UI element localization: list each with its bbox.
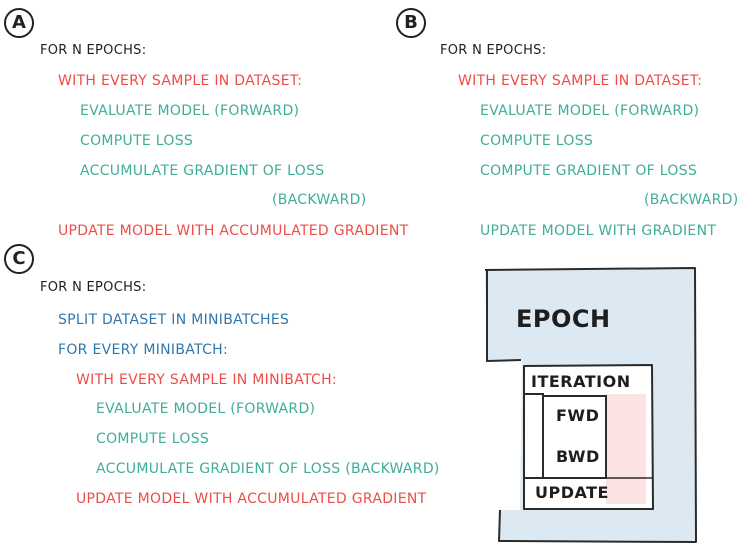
iteration-outline — [523, 364, 654, 510]
panel-c-badge: C — [4, 244, 34, 274]
panel-a-badge: A — [4, 8, 34, 38]
panel-c-line-8: UPDATE MODEL WITH ACCUMULATED GRADIENT — [76, 491, 427, 507]
panel-c-line-6: COMPUTE LOSS — [96, 431, 210, 447]
panel-b-line-7: UPDATE MODEL WITH GRADIENT — [480, 223, 717, 239]
epoch-outline — [484, 267, 697, 543]
panel-b-line-4: COMPUTE LOSS — [480, 133, 594, 149]
epoch-label: EPOCH — [516, 305, 611, 333]
panel-c-line-3: FOR EVERY MINIBATCH: — [58, 342, 229, 358]
bwd-label: BWD — [556, 447, 600, 466]
panel-a-line-3: EVALUATE MODEL (FORWARD) — [80, 103, 300, 119]
fwd-bwd-box — [542, 395, 607, 479]
panel-c-line-1: FOR N EPOCHS: — [40, 280, 147, 295]
panel-b-badge: B — [396, 8, 426, 38]
update-label: UPDATE — [535, 483, 609, 502]
panel-b-line-6: (BACKWARD) — [644, 192, 739, 208]
iteration-return-lane — [606, 394, 646, 504]
panel-c-line-7: ACCUMULATE GRADIENT OF LOSS (BACKWARD) — [96, 461, 440, 477]
iteration-label: ITERATION — [531, 372, 631, 391]
panel-a-line-1: FOR N EPOCHS: — [40, 43, 147, 58]
panel-c-line-2: SPLIT DATASET IN MINIBATCHES — [58, 312, 290, 328]
panel-a-line-5: ACCUMULATE GRADIENT OF LOSS — [80, 163, 325, 179]
panel-b-line-5: COMPUTE GRADIENT OF LOSS — [480, 163, 698, 179]
panel-b-line-1: FOR N EPOCHS: — [440, 43, 547, 58]
panel-b-line-2: WITH EVERY SAMPLE IN DATASET: — [458, 73, 703, 89]
panel-a-line-2: WITH EVERY SAMPLE IN DATASET: — [58, 73, 303, 89]
panel-a-line-6: (BACKWARD) — [272, 192, 367, 208]
fwd-label: FWD — [556, 406, 600, 425]
panel-c-line-5: EVALUATE MODEL (FORWARD) — [96, 401, 316, 417]
panel-b-line-3: EVALUATE MODEL (FORWARD) — [480, 103, 700, 119]
panel-a-line-7: UPDATE MODEL WITH ACCUMULATED GRADIENT — [58, 223, 409, 239]
panel-c-line-4: WITH EVERY SAMPLE IN MINIBATCH: — [76, 372, 337, 388]
panel-a-line-4: COMPUTE LOSS — [80, 133, 194, 149]
